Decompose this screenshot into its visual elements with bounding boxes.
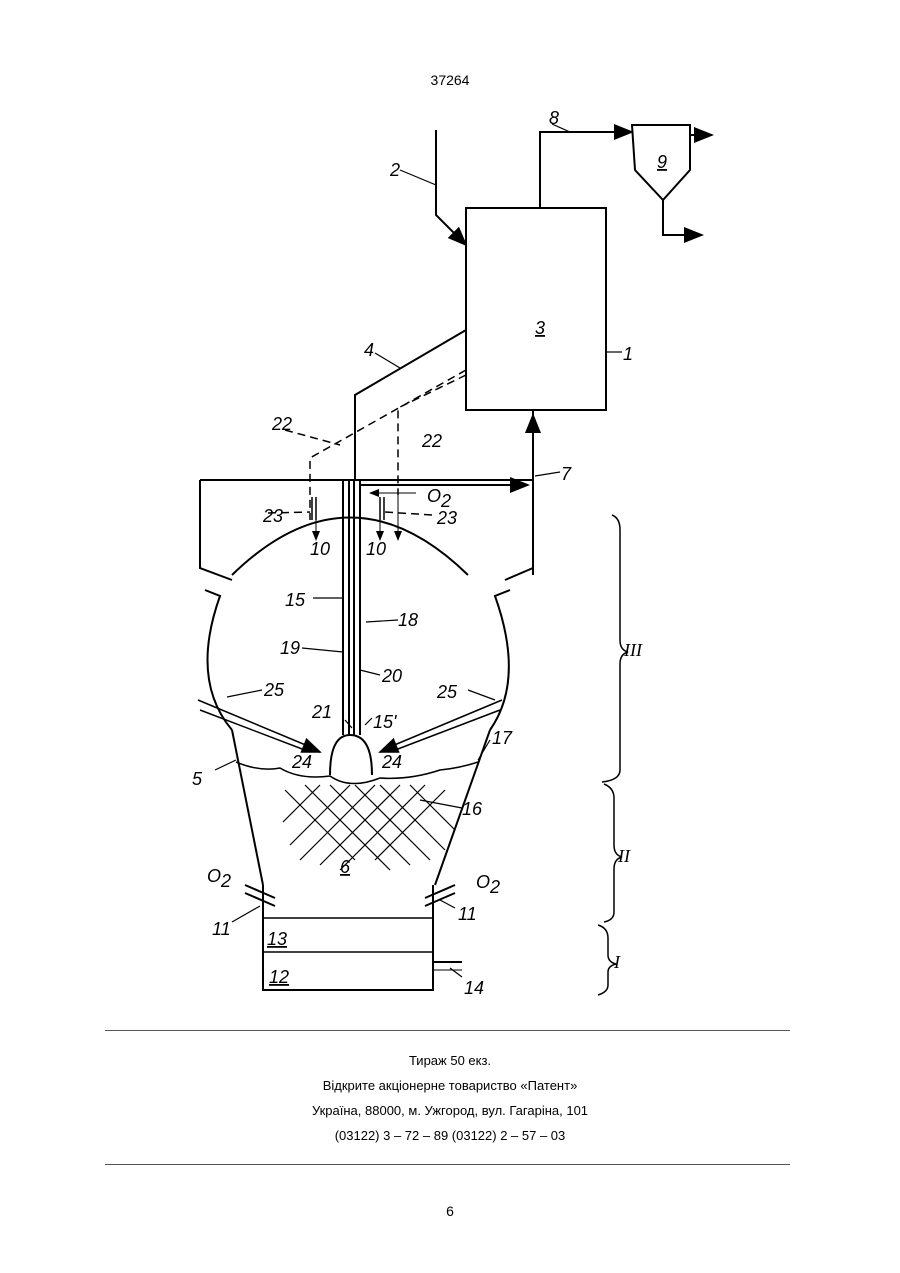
- footer-imprint: Тираж 50 екз. Відкрите акціонерне товари…: [0, 1048, 900, 1148]
- gas-line-8: [540, 132, 632, 208]
- label-23-left: 23: [262, 506, 283, 526]
- label-18: 18: [398, 610, 418, 630]
- label-10-right: 10: [366, 539, 386, 559]
- label-5: 5: [192, 769, 203, 789]
- label-2: 2: [389, 160, 400, 180]
- footer-address: Україна, 88000, м. Ужгород, вул. Гагарін…: [0, 1098, 900, 1123]
- zone-III-label: III: [623, 640, 643, 660]
- page-number: 6: [0, 1203, 900, 1219]
- label-10-left: 10: [310, 539, 330, 559]
- label-1: 1: [623, 344, 633, 364]
- label-3: 3: [535, 318, 545, 338]
- label-17: 17: [492, 728, 513, 748]
- label-11-left: 11: [212, 919, 231, 939]
- footer-phones: (03122) 3 – 72 – 89 (03122) 2 – 57 – 03: [0, 1123, 900, 1148]
- shaft-wall-left: [232, 730, 263, 885]
- packed-bed-16: [283, 785, 455, 870]
- label-22-right: 22: [421, 431, 442, 451]
- label-8: 8: [549, 108, 559, 128]
- label-6: 6: [340, 857, 351, 877]
- label-o2-subscript: 2: [220, 871, 231, 891]
- footer-publisher: Відкрите акціонерне товариство «Патент»: [0, 1073, 900, 1098]
- label-14: 14: [464, 978, 484, 998]
- label-24-right: 24: [381, 752, 402, 772]
- footer-rule-top: [105, 1030, 790, 1031]
- zone-I-label: I: [613, 952, 621, 972]
- label-o2-top: O: [427, 486, 441, 506]
- label-9: 9: [657, 152, 667, 172]
- label-20: 20: [381, 666, 402, 686]
- burner-21: [330, 735, 372, 775]
- label-13: 13: [267, 929, 287, 949]
- label-25-left: 25: [263, 680, 285, 700]
- label-o2-subscript: 2: [489, 877, 500, 897]
- label-19: 19: [280, 638, 300, 658]
- label-o2-right: O: [476, 872, 490, 892]
- unit-3-box: [466, 208, 606, 410]
- footer-rule-bottom: [105, 1164, 790, 1165]
- label-24-left: 24: [291, 752, 312, 772]
- label-23-right: 23: [436, 508, 457, 528]
- feed-line-2: [436, 130, 466, 245]
- footer-print-run: Тираж 50 екз.: [0, 1048, 900, 1073]
- label-21: 21: [311, 702, 332, 722]
- label-4: 4: [364, 340, 374, 360]
- label-22-left: 22: [271, 414, 292, 434]
- label-o2-left: O: [207, 866, 221, 886]
- zone-II-label: II: [617, 846, 631, 866]
- label-12: 12: [269, 967, 289, 987]
- melt-surface-17: [236, 762, 478, 784]
- label-7: 7: [561, 464, 572, 484]
- label-25-right: 25: [436, 682, 458, 702]
- label-16: 16: [462, 799, 483, 819]
- label-11-right: 11: [458, 904, 477, 924]
- label-15: 15: [285, 590, 306, 610]
- label-15-prime: 15': [373, 712, 397, 732]
